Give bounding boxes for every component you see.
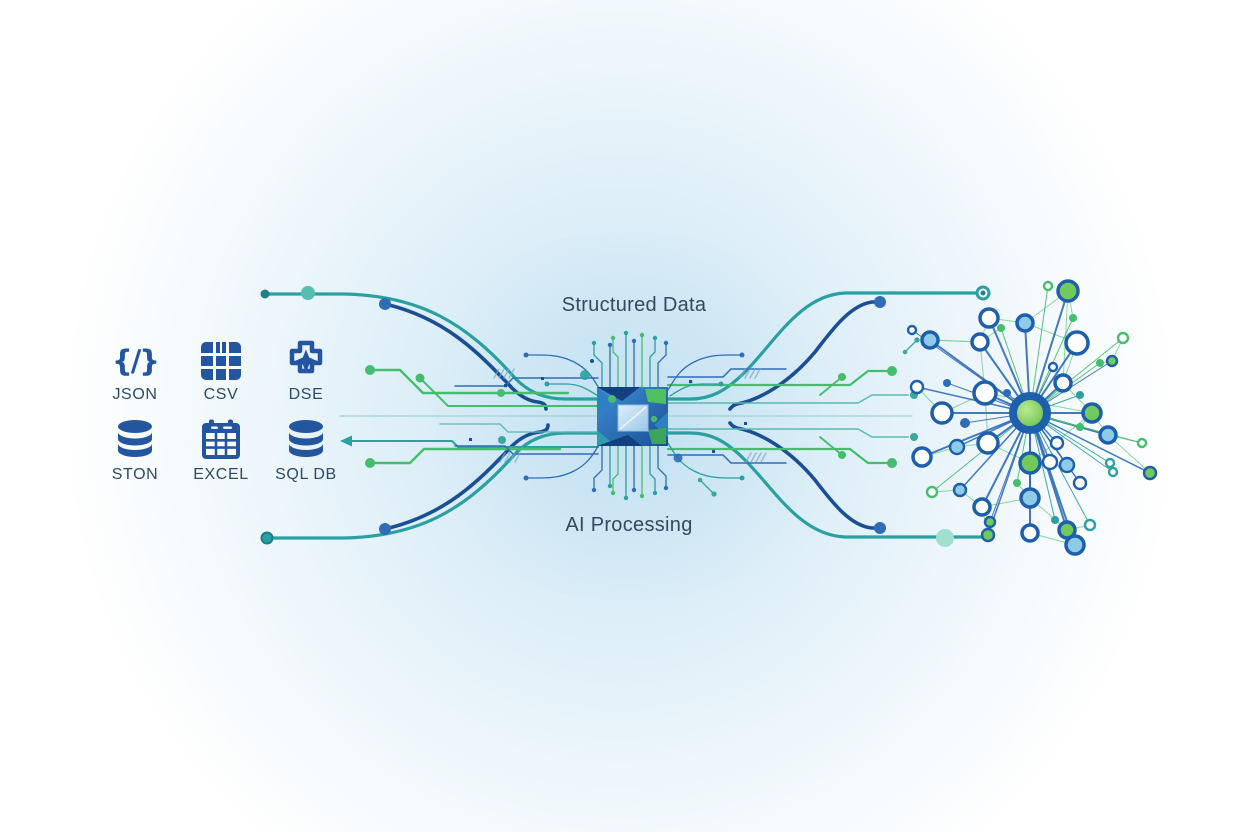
network-node [960, 418, 970, 428]
network-node [1142, 465, 1158, 481]
network-node [1072, 475, 1088, 491]
network-node [1064, 330, 1090, 356]
network-node [976, 431, 1000, 455]
ai-processing-label: AI Processing [565, 514, 692, 536]
network-node [1096, 359, 1104, 367]
network-node [1003, 389, 1011, 397]
twig-marks [697, 337, 920, 497]
network-node [1049, 435, 1065, 451]
network-node [1107, 466, 1119, 478]
source-excel: EXCEL [193, 418, 248, 483]
chip-traces-bottom [523, 442, 745, 501]
network-node [906, 324, 918, 336]
network-node [911, 446, 933, 468]
network-center-node [1009, 392, 1051, 434]
database-icon [118, 420, 152, 457]
network-node [1058, 456, 1076, 474]
network-node [1064, 534, 1086, 556]
network-node [948, 438, 966, 456]
network-node [930, 401, 954, 425]
network-spoke [1029, 290, 1069, 414]
network-nodes [906, 279, 1158, 556]
network-node [1015, 313, 1035, 333]
network-node [1116, 331, 1130, 345]
source-dse: DSE [289, 343, 324, 403]
source-json: JSON [112, 344, 158, 403]
network-spoke [1029, 285, 1049, 414]
network-node [1083, 518, 1097, 532]
network-node [1076, 391, 1084, 399]
network-node [978, 307, 1000, 329]
network-spoke [1029, 412, 1151, 474]
network-node [972, 380, 998, 406]
network-node [970, 332, 990, 352]
source-ston: STON [112, 420, 159, 483]
network-node [1069, 314, 1077, 322]
database-icon [289, 420, 323, 457]
hatch-marks [493, 368, 767, 463]
network-node [1081, 402, 1103, 424]
chip-traces-top [523, 330, 745, 397]
network-node [1053, 373, 1073, 393]
network-node [920, 330, 940, 350]
data-source-grid: JSON CSV DSE STON EXCEL SQL DB [112, 340, 337, 483]
left-flow-curves [260, 286, 602, 545]
code-icon [112, 344, 158, 378]
source-csv: CSV [199, 340, 243, 403]
network-node [972, 497, 992, 517]
network-node [1019, 487, 1041, 509]
network-node [925, 485, 939, 499]
spreadsheet-icon [200, 418, 242, 461]
network-node [980, 527, 996, 543]
network-node [1020, 523, 1040, 543]
source-label: JSON [112, 386, 157, 403]
network-node [1056, 279, 1080, 303]
network-node [1136, 437, 1148, 449]
ai-chip [597, 387, 668, 446]
source-label: SQL DB [275, 466, 337, 483]
knowledge-network [906, 279, 1158, 556]
source-label: STON [112, 466, 159, 483]
right-flow-curves [666, 285, 994, 547]
network-node [997, 324, 1005, 332]
source-label: EXCEL [193, 466, 248, 483]
network-spoke [987, 412, 1031, 536]
structured-data-label: Structured Data [562, 294, 707, 316]
network-node [1104, 457, 1116, 469]
network-node [952, 482, 968, 498]
network-node [1076, 423, 1084, 431]
table-icon [199, 340, 243, 382]
network-edge [1062, 290, 1069, 384]
network-node [943, 379, 951, 387]
network-node [1105, 354, 1119, 368]
network-node [1013, 479, 1021, 487]
network-node [1042, 280, 1054, 292]
source-label: CSV [204, 386, 239, 403]
network-node [1051, 516, 1059, 524]
network-node [1018, 451, 1042, 475]
network-node [1098, 425, 1118, 445]
micro-squares [469, 377, 747, 453]
source-label: DSE [289, 386, 324, 403]
network-node [1041, 453, 1059, 471]
source-sql-db: SQL DB [275, 420, 337, 483]
network-node [1047, 361, 1059, 373]
network-node [909, 379, 925, 395]
network-node [983, 515, 997, 529]
